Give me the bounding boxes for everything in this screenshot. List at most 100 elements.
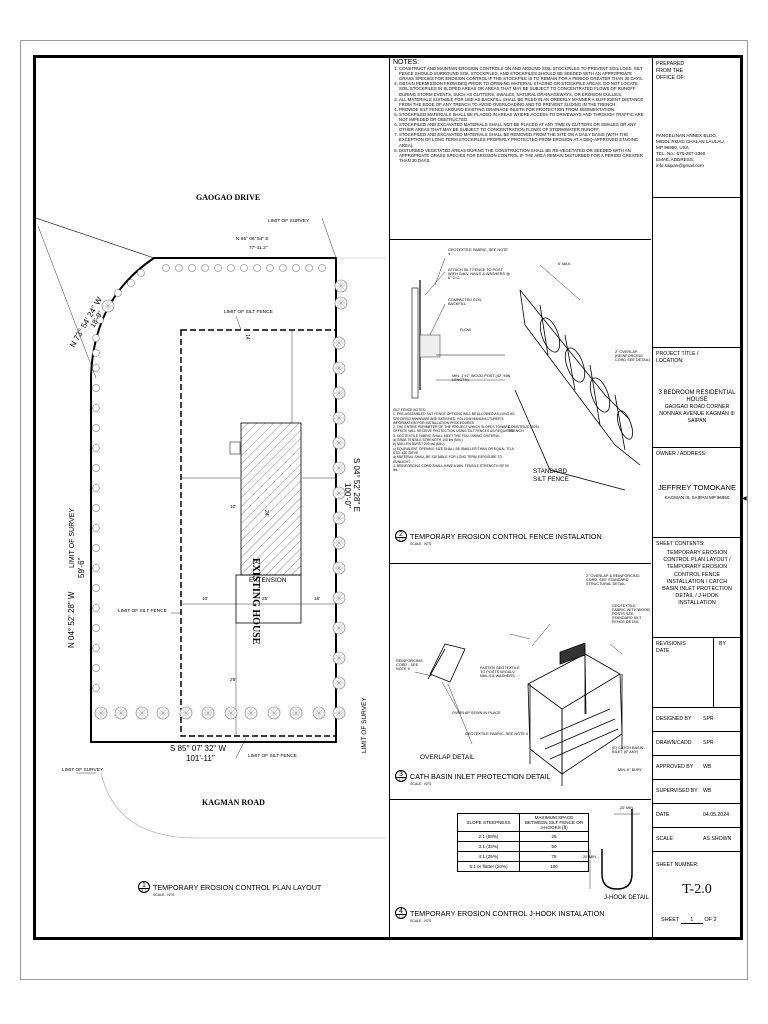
drawn-label: DRAWN/CADD xyxy=(656,740,692,746)
email-address: info.saipan@gmail.com xyxy=(656,163,704,168)
table-row: 3:1 (33%)50 xyxy=(457,841,589,852)
limit-of-survey-west: LIMIT OF SURVEY xyxy=(69,508,76,568)
note-item: STOCKPILED AND EXCAVATED MATERIALS SHALL… xyxy=(399,122,648,132)
sheet-contents: TEMPORARY EROSION CONTROL PLAN LAYOUT / … xyxy=(662,550,732,607)
label-geo-fabric: GEOTEXTILE FABRIC, SEE NOTE 4 xyxy=(465,732,529,736)
project-info: 3 BEDROOM RESIDENTIAL HOUSE GAOGAO ROAD … xyxy=(653,390,741,425)
tb-date: DATE 04.05.2024 xyxy=(653,804,741,828)
tb-revision: REVISION/S DATE BY xyxy=(653,638,741,708)
label-spacing: 6' MAX. xyxy=(558,262,572,266)
label-attach: ATTACH SILT FENCE TO POST WITH GALV. NAI… xyxy=(448,268,510,280)
label-standard-silt-fence: STANDARD SILT FENCE xyxy=(533,468,569,483)
road-kagman-road: KAGMAN ROAD xyxy=(202,798,265,807)
tb-supervised: SUPERVISED BY WB xyxy=(653,780,741,804)
label-geotextile: GEOTEXTILE FABRIC, SEE NOTE 4. xyxy=(448,248,508,256)
j-hook-spacing-table: SLOPE STEEPNESS MAXIMUM SPACE BETWEEN SI… xyxy=(457,813,589,872)
scale-label: SCALE xyxy=(656,836,674,842)
site-plan-drawing: N 73° 54' 24" W 18'-9" LIMIT OF SURVEY N… xyxy=(35,217,386,839)
project-location: NONNAK AVENUE KAGMAN III xyxy=(659,411,735,417)
owner-label: OWNER / ADDRESS: xyxy=(656,451,707,457)
owner-name: JEFFREY TOMOKANE xyxy=(658,483,736,492)
catch-basin-drawing xyxy=(414,623,623,786)
page-border xyxy=(20,40,748,980)
silt-fence-notes: SILT FENCE NOTES: 1. PRE-ASSEMBLED SILT … xyxy=(393,408,515,472)
tb-empty xyxy=(653,198,741,348)
dim-25: 25' xyxy=(262,597,269,602)
supervised-value: WB xyxy=(703,788,712,794)
silt-fence-note: 1. PRE-ASSEMBLED SILT FENCE OPTIONS WILL… xyxy=(393,412,515,425)
silt-fence-note: c) EQUIVALENT OPENING SIZE SHALL BE SMAL… xyxy=(393,446,514,455)
silt-fence-note: 4. REINFORCING CORD SHALL HAVE A MIN. TE… xyxy=(393,463,509,473)
sheet-number-label: SHEET NUMBER: xyxy=(656,862,699,868)
table-cell: 25 xyxy=(519,831,589,842)
supervised-label: SUPERVISED BY xyxy=(656,788,698,794)
caption-scale-4: SCALE : NTS xyxy=(410,919,432,923)
limit-of-survey-north: LIMIT OF SURVEY xyxy=(268,219,310,224)
j-hook-dim-top: 20' MIN. xyxy=(620,806,635,810)
drawing-sheet xyxy=(33,55,743,940)
office-phone: TEL. No.: 670-287-2360 xyxy=(656,151,706,156)
label-overlap-cord: 2" OVERLAP & REINFORCING CORD. SEE STAND… xyxy=(586,574,640,586)
j-hook-drawing xyxy=(589,809,640,890)
dist-east: 100'-0" xyxy=(343,483,352,508)
label-overlap: 2" OVERLAP (REINFORCING CORD SEE DETAIL) xyxy=(615,350,651,362)
caption-scale-3: SCALE : NTS xyxy=(410,782,432,786)
table-header: MAXIMUM SPACE BETWEEN SILT FENCE OR J-HO… xyxy=(519,813,589,832)
bearing-south: S 85° 07' 32" W xyxy=(170,744,227,753)
dim-14: 14' xyxy=(244,334,250,341)
designed-value: SPR xyxy=(703,716,714,722)
limit-of-silt-fence-west: LIMIT OF SILT FENCE xyxy=(118,609,167,614)
bearing-north: N 85° 06' 54" E xyxy=(236,237,269,242)
dist-west: 59'-6" xyxy=(77,557,86,578)
contents-label: SHEET CONTENTS: xyxy=(656,541,705,547)
limit-of-survey-east: LIMIT OF SURVEY xyxy=(361,697,368,753)
tb-drawn: DRAWN/CADD SPR xyxy=(653,732,741,756)
limit-of-silt-fence-north: LIMIT OF SILT FENCE xyxy=(224,310,273,315)
caption-scale-1: SCALE : NTS xyxy=(153,893,175,897)
date-label: DATE xyxy=(656,812,670,818)
tb-sheet: SHEET NUMBER: T-2.0 SHEET 1 OF 2 xyxy=(653,852,741,937)
title-block: PREPARED FROM THE OFFICE OF: PANGELINAN … xyxy=(652,58,741,937)
note-item: PROVIDE SILT FENCE AROUND EXISTING DRAIN… xyxy=(399,107,648,112)
silt-fence-notes-title: SILT FENCE NOTES: xyxy=(393,408,426,412)
note-item: DISTURBED VEGETATED AREAS DURING THE CON… xyxy=(399,148,648,163)
note-item: ALL MATERIALS SUITABLE FOR USE AS BACKFI… xyxy=(399,97,648,107)
dim-10-vert: 10' xyxy=(230,505,237,510)
designed-label: DESIGNED BY xyxy=(656,716,692,722)
silt-fence-note: 3. GEOTEXTILE FABRIC SHALL MEET THE FOLL… xyxy=(393,433,500,438)
dist-north: 77'-11.2" xyxy=(249,246,268,251)
revision-label: REVISION/S DATE xyxy=(656,641,686,654)
office-info: PANGELINAN ANNEX BLDG. MIDDL ROAD CHALAN… xyxy=(656,133,725,169)
tree-row-south xyxy=(94,706,346,720)
limit-of-silt-fence-south: LIMIT OF SILT FENCE xyxy=(248,754,297,759)
project-location: SAIPAN xyxy=(687,418,707,424)
email-label: EMAIL ADDRESS: xyxy=(656,157,695,162)
j-hook-dim-side: 20' MIN. xyxy=(583,855,598,859)
owner-address: KAGMAN III, SAIPAN MP 96950 xyxy=(664,495,730,500)
tb-owner: OWNER / ADDRESS: JEFFREY TOMOKANE KAGMAN… xyxy=(653,448,741,538)
sheet-count: SHEET 1 OF 2 xyxy=(661,917,717,924)
road-gaogao-drive: GAOGAO DRIVE xyxy=(196,193,261,202)
arrow-right-icon: ◀ xyxy=(742,496,747,502)
table-cell: 4:1 (25%) xyxy=(457,851,520,862)
table-row: 2:1 (50%)25 xyxy=(457,831,589,842)
existing-house-label: EXISTING HOUSE xyxy=(250,558,261,645)
dim-10-left: 10' xyxy=(202,597,209,602)
label-compacted: COMPACTED SOIL BACKFILL xyxy=(448,298,482,306)
drawn-value: SPR xyxy=(703,740,714,746)
silt-fence-note: 2. THE ENTIRE PERIMETER OF THE PROJECT W… xyxy=(393,425,514,434)
label-construction: CONSTRUCTION TRENCH xyxy=(508,425,539,433)
label-overlap-seam: OVERLAP SEWN IN PLACE xyxy=(452,711,501,715)
office-name: PANGELINAN ANNEX BLDG. xyxy=(656,133,718,138)
approved-label: APPROVED BY xyxy=(656,764,694,770)
tb-project: PROJECT TITLE / LOCATION: 3 BEDROOM RESI… xyxy=(653,348,741,448)
label-fasten: FASTEN GEOTEXTILE TO POSTS W/GALV. NAILS… xyxy=(480,666,520,678)
label-flow: FLOW xyxy=(460,328,471,332)
note-item: STOCKPILED AND EXCAVATED MATERIALS SHALL… xyxy=(399,132,648,147)
dist-south: 101'-11" xyxy=(186,754,215,763)
caption-fence-installation: TEMPORARY EROSION CONTROL FENCE INSTALAT… xyxy=(410,532,602,541)
limit-of-survey-south: LIMIT OF SURVEY xyxy=(62,768,104,773)
table-cell: 50 xyxy=(519,841,589,852)
